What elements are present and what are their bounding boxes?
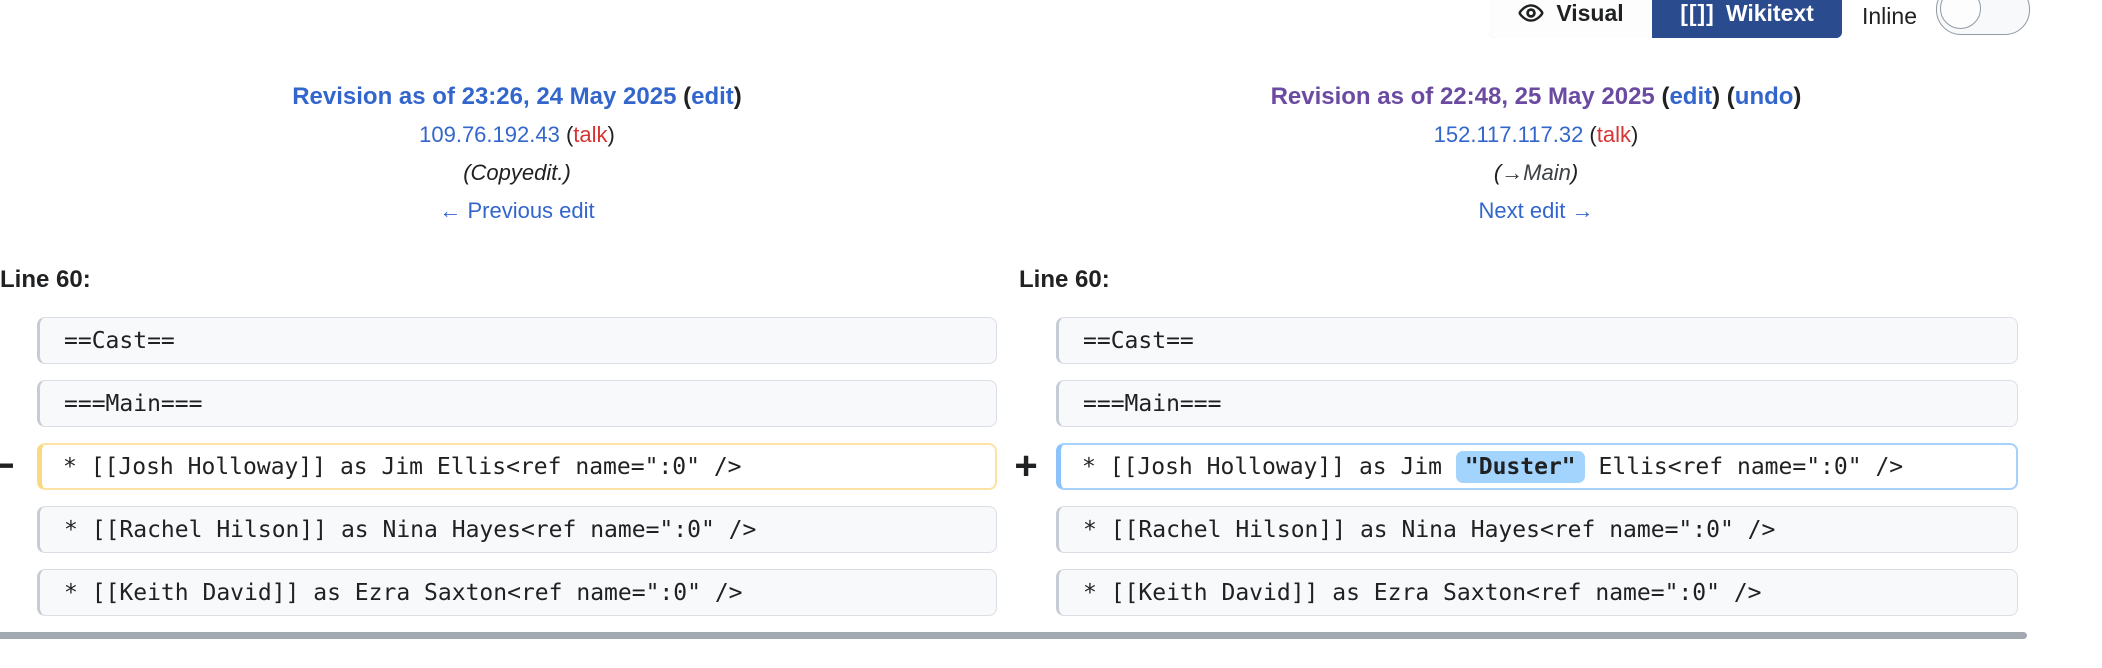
diff-context-line: * [[Keith David]] as Ezra Saxton<ref nam…	[37, 569, 997, 616]
deleted-line-marker: −	[0, 444, 15, 488]
diff-context-line: ===Main===	[37, 380, 997, 427]
new-revision-user: 152.117.117.32 (talk)	[1056, 120, 2016, 150]
line-header-right: Line 60:	[1019, 266, 1110, 293]
diff-deleted-line: * [[Josh Holloway]] as Jim Ellis<ref nam…	[37, 443, 997, 490]
new-revision-header: Revision as of 22:48, 25 May 2025 (edit)…	[1056, 82, 2016, 226]
new-ip-link[interactable]: 152.117.117.32	[1433, 122, 1584, 147]
new-revision-title: Revision as of 22:48, 25 May 2025 (edit)…	[1056, 82, 2016, 112]
horizontal-scrollbar[interactable]	[0, 632, 2027, 639]
paren: (	[1654, 83, 1670, 110]
old-revision-header: Revision as of 23:26, 24 May 2025 (edit)…	[37, 82, 997, 226]
next-edit-link[interactable]: Next edit →	[1478, 198, 1594, 223]
old-revision-nav: ← Previous edit	[37, 196, 997, 226]
old-revision-link[interactable]: Revision as of 23:26, 24 May 2025	[292, 83, 677, 110]
new-edit-link[interactable]: edit	[1669, 83, 1713, 110]
line-header-left: Line 60:	[0, 266, 91, 293]
old-revision-title: Revision as of 23:26, 24 May 2025 (edit)	[37, 82, 997, 112]
diff-context-line: ===Main===	[1056, 380, 2018, 427]
new-talk-link[interactable]: talk	[1596, 122, 1632, 147]
paren: )	[733, 83, 742, 110]
diff-inserted-text: "Duster"	[1455, 450, 1585, 483]
paren: (	[559, 122, 574, 147]
new-edit-summary: (→Main)	[1056, 158, 2016, 188]
paren: (	[1583, 122, 1597, 147]
diff-context-line: * [[Keith David]] as Ezra Saxton<ref nam…	[1056, 569, 2018, 616]
undo-link[interactable]: undo	[1734, 83, 1794, 110]
paren: )	[1793, 83, 1802, 110]
visual-tab-label: Visual	[1556, 0, 1624, 26]
old-revision-user: 109.76.192.43 (talk)	[37, 120, 997, 150]
paren: (	[676, 83, 692, 110]
paren: ) (	[1712, 83, 1735, 110]
toggle-knob-icon	[1940, 0, 1981, 29]
added-line-marker: +	[1014, 444, 1038, 488]
eye-icon	[1517, 0, 1545, 27]
diff-context-line: ==Cast==	[37, 317, 997, 364]
old-edit-link[interactable]: edit	[691, 83, 734, 110]
diff-added-line: * [[Josh Holloway]] as Jim "Duster" Elli…	[1056, 443, 2018, 490]
old-ip-link[interactable]: 109.76.192.43	[419, 122, 560, 147]
visual-tab-button[interactable]: Visual	[1489, 0, 1652, 38]
paren: )	[607, 122, 615, 147]
wikitext-brackets-icon: [[]]	[1680, 0, 1715, 26]
new-revision-nav: Next edit →	[1056, 196, 2016, 226]
inline-toggle-switch[interactable]	[1936, 0, 2030, 35]
new-revision-link[interactable]: Revision as of 22:48, 25 May 2025	[1270, 83, 1655, 110]
section-link[interactable]: →Main	[1501, 160, 1571, 185]
added-line-post: Ellis<ref name=":0" />	[1584, 453, 1904, 480]
inline-toggle-label: Inline	[1862, 3, 1917, 29]
diff-context-line: * [[Rachel Hilson]] as Nina Hayes<ref na…	[1056, 506, 2018, 553]
paren: (	[1493, 160, 1502, 185]
editor-mode-button-group: Visual [[]] Wikitext	[1489, 0, 1842, 38]
wikitext-tab-label: Wikitext	[1725, 0, 1814, 26]
previous-edit-link[interactable]: ← Previous edit	[439, 198, 595, 223]
diff-context-line: ==Cast==	[1056, 317, 2018, 364]
added-line-pre: * [[Josh Holloway]] as Jim	[1082, 453, 1456, 480]
paren: )	[1631, 122, 1639, 147]
diff-context-line: * [[Rachel Hilson]] as Nina Hayes<ref na…	[37, 506, 997, 553]
wikitext-tab-button[interactable]: [[]] Wikitext	[1652, 0, 1842, 38]
paren: )	[1570, 160, 1579, 185]
old-edit-summary: (Copyedit.)	[463, 160, 571, 185]
old-talk-link[interactable]: talk	[573, 122, 608, 147]
